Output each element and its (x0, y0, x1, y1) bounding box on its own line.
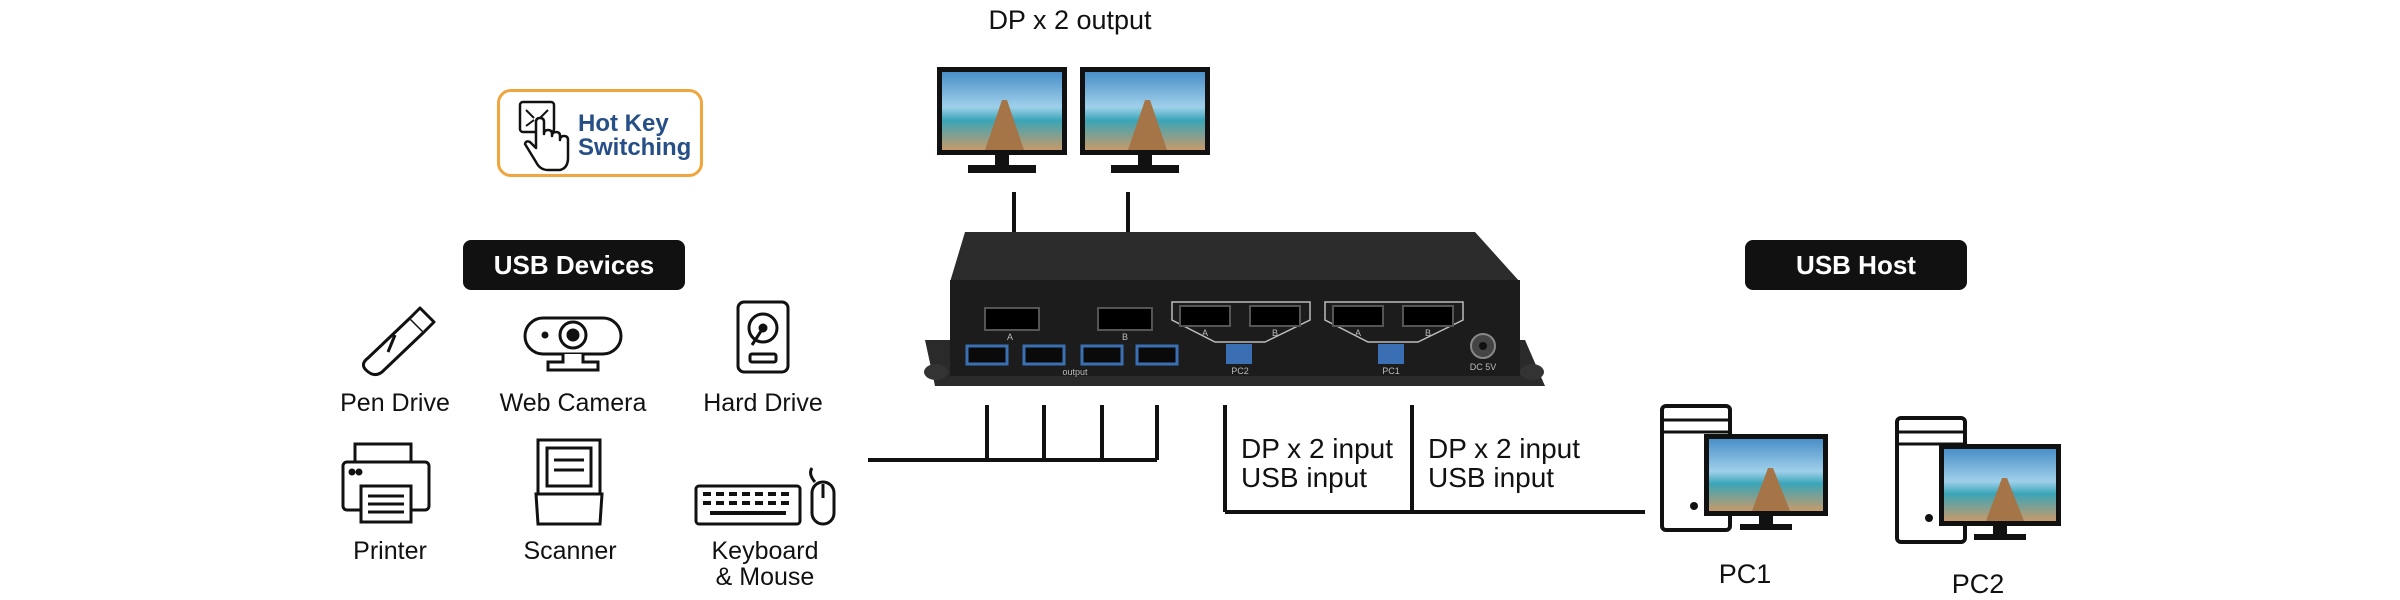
pc2-icon (1895, 416, 2061, 544)
port-label-b3: B (1425, 328, 1431, 338)
port-label-output: output (1062, 367, 1088, 377)
web-camera-label: Web Camera (499, 389, 647, 417)
monitor-2 (1080, 67, 1210, 173)
hotkey-badge: Hot Key Switching (497, 89, 703, 177)
pc2-input-text: DP x 2 input USB input (1241, 434, 1393, 493)
hotkey-line1: Hot Key (578, 110, 669, 137)
port-label-pc1: PC1 (1382, 366, 1400, 376)
scanner-label: Scanner (523, 537, 617, 565)
port-label-a3: A (1355, 328, 1361, 338)
port-label-pc2: PC2 (1231, 366, 1249, 376)
pc1-input-line1: DP x 2 input (1428, 433, 1581, 464)
hard-drive-label: Hard Drive (703, 389, 823, 417)
printer-icon (341, 442, 431, 524)
usb-cable-bus (868, 405, 1159, 462)
port-label-a1: A (1007, 332, 1013, 342)
pc-cable-bus (1223, 405, 1645, 514)
pc2-input-line1: DP x 2 input (1241, 433, 1394, 464)
port-label-b1: B (1122, 332, 1128, 342)
pc1-input-text: DP x 2 input USB input (1428, 434, 1580, 493)
keyboard-label-line1: Keyboard (711, 537, 819, 565)
usb-devices-pill: USB Devices (463, 240, 685, 290)
pc2-input-line2: USB input (1241, 462, 1368, 494)
port-label-a2: A (1202, 328, 1208, 338)
printer-label: Printer (353, 537, 427, 565)
port-label-b2: B (1272, 328, 1278, 338)
monitor-1 (937, 67, 1067, 173)
hand-pointer-icon (518, 100, 570, 172)
scanner-icon (534, 438, 604, 526)
usb-host-pill: USB Host (1745, 240, 1967, 290)
keyboard-mouse-icon (694, 467, 836, 526)
kvm-switch: A B output A B PC2 A B PC1 DC 5V (924, 232, 1545, 386)
port-label-dc: DC 5V (1470, 362, 1497, 372)
web-camera-icon (523, 316, 623, 372)
pc1-icon (1660, 404, 1828, 532)
pc1-input-line2: USB input (1428, 462, 1555, 494)
dp-output-title: DP x 2 output (988, 5, 1152, 35)
hotkey-line2: Switching (578, 134, 692, 161)
keyboard-mouse-label: Keyboard & Mouse (685, 538, 845, 591)
keyboard-label-line2: & Mouse (715, 563, 815, 592)
pc1-label: PC1 (1718, 559, 1772, 589)
pc2-label: PC2 (1951, 569, 2005, 599)
hard-drive-icon (736, 300, 790, 374)
pen-drive-label: Pen Drive (340, 389, 450, 417)
pen-drive-icon (361, 306, 436, 377)
